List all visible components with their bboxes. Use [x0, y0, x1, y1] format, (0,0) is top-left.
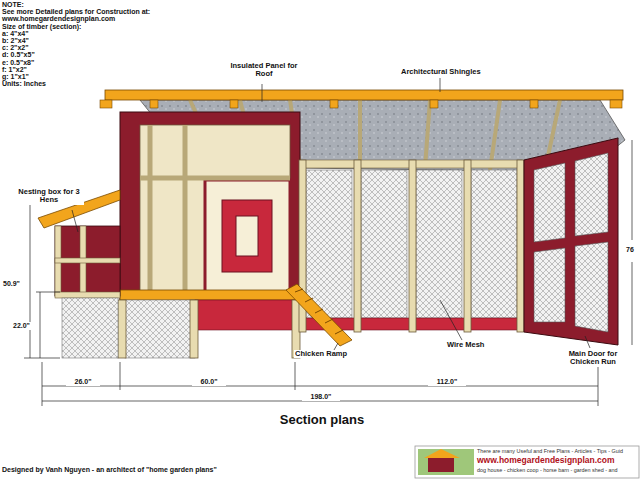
label: 50.9" — [2, 280, 21, 288]
label: www.homegardendesignplan.com — [2, 15, 115, 23]
title: Section plans — [2, 413, 640, 427]
label: Wire Mesh — [446, 341, 485, 349]
label: www.homegardendesignplan.com — [477, 456, 615, 465]
label: 112.0" — [428, 378, 466, 386]
label: c: 2"x2" — [2, 44, 29, 52]
label: e: 0.5"x8" — [2, 59, 34, 67]
label: Size of timber (section): — [2, 23, 81, 31]
label: NOTE: — [2, 1, 24, 9]
label: d: 0.5"x5" — [2, 51, 35, 59]
label: f: 1"x2" — [2, 66, 27, 74]
label: 22.0" — [12, 322, 31, 330]
label: There are many Useful and Free Plans - A… — [477, 449, 623, 455]
label: dog house - chicken coop - horse barn - … — [477, 468, 618, 474]
label: a: 4"x4" — [2, 30, 29, 38]
label: Chicken Ramp — [294, 350, 348, 358]
label: Architectural Shingles — [400, 68, 482, 76]
label: See more Detailed plans for Construction… — [2, 8, 150, 16]
label: 198.0" — [302, 393, 340, 401]
label: 60.0" — [192, 378, 226, 386]
label: Insulated Panel for Roof — [222, 62, 306, 79]
label: g: 1"x1" — [2, 73, 29, 81]
label: Designed by Vanh Nguyen - an architect o… — [2, 466, 217, 474]
label: Units: Inches — [2, 80, 46, 88]
label: 76 — [625, 246, 635, 254]
label: Nesting box for 3 Hens — [14, 188, 84, 205]
label: b: 2"x4" — [2, 37, 29, 45]
label: Main Door for Chicken Run — [556, 350, 630, 367]
label: 26.0" — [66, 378, 100, 386]
